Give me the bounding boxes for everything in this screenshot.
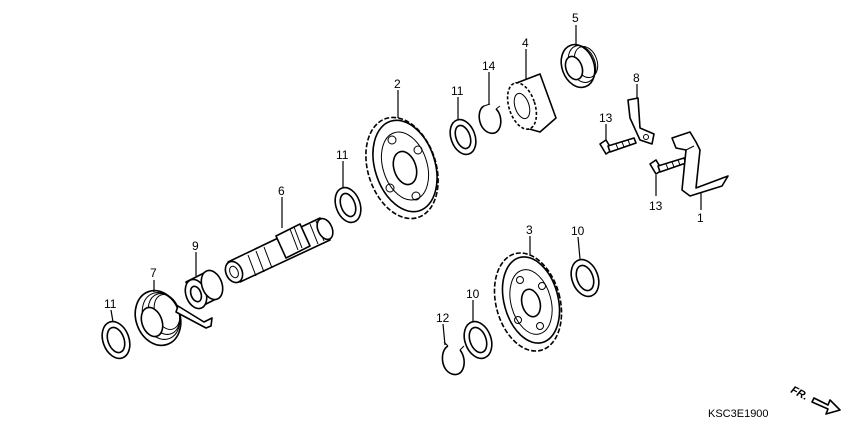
callout-3: 3 [526,223,533,237]
callout-11-left: 11 [104,297,117,311]
bolt-13-upper[interactable] [599,137,637,155]
leader-lines [110,25,702,346]
callout-5: 5 [572,11,579,25]
washer-10-left[interactable] [459,318,496,363]
callout-2: 2 [394,77,401,91]
callout-9: 9 [192,239,199,253]
callout-labels: 11 7 9 6 11 2 11 14 4 5 8 13 13 1 3 10 1… [104,11,704,325]
callout-8: 8 [633,71,640,85]
callout-13-lower: 13 [649,199,663,213]
gear-3[interactable] [484,245,572,358]
washer-11-left[interactable] [97,318,134,363]
callout-13-upper: 13 [599,111,613,125]
spring-5[interactable] [555,40,601,92]
washer-10-right[interactable] [566,256,603,301]
washer-11-upper[interactable] [446,116,481,158]
snap-ring-12[interactable] [441,341,465,376]
washer-11-middle[interactable] [331,184,366,226]
front-direction-arrow: FR. [789,384,841,415]
callout-10-left: 10 [466,287,480,301]
ratchet-4[interactable] [502,73,557,133]
callout-6: 6 [278,184,285,198]
diagram-code: KSC3E1900 [708,408,769,420]
callout-7: 7 [150,266,157,280]
callout-1: 1 [697,211,704,225]
callout-12: 12 [436,311,450,325]
callout-14: 14 [482,59,496,73]
direction-label: FR. [789,384,810,403]
callout-11-upper: 11 [451,84,464,98]
callout-10-right: 10 [571,224,585,238]
spring-7[interactable] [128,284,213,352]
collar-9[interactable] [181,267,226,311]
callout-4: 4 [522,36,529,50]
stopper-1[interactable] [671,131,729,197]
snap-ring-14[interactable] [478,103,502,134]
callout-11-middle: 11 [336,148,349,162]
gear-2[interactable] [354,108,451,228]
bolt-13-lower[interactable] [649,157,687,175]
plate-8[interactable] [627,97,655,145]
shaft-6[interactable] [222,216,336,285]
